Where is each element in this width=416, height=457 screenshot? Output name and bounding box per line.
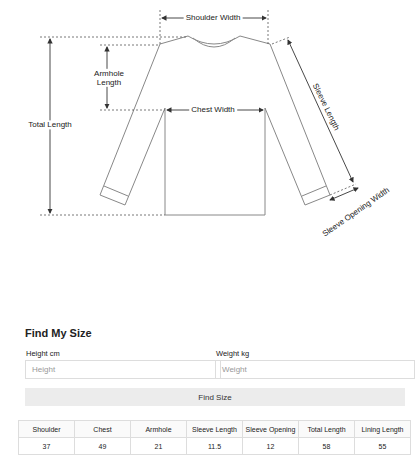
dimension-label: Chest Width xyxy=(189,105,237,114)
input-box: Weight kgWeight xyxy=(215,360,415,379)
table-header: Lining Length xyxy=(354,420,411,438)
table-header: Total Length xyxy=(298,420,355,438)
table-cell: 55 xyxy=(354,437,411,455)
table-cell: 37 xyxy=(18,437,75,455)
dimension-label: Total Length xyxy=(26,120,74,129)
table-cell: 12 xyxy=(242,437,299,455)
field-label: Height cm xyxy=(26,349,60,358)
table-header: Sleeve Length xyxy=(186,420,243,438)
dimension-label: Sleeve Length xyxy=(310,80,342,134)
table-cell: 58 xyxy=(298,437,355,455)
dimension-label: Sleeve Opening Width xyxy=(319,184,393,239)
placeholder: Weight xyxy=(216,361,414,378)
table-cell: 49 xyxy=(74,437,131,455)
field-label: Weight kg xyxy=(216,349,249,358)
table-header: Armhole xyxy=(130,420,187,438)
table-cell: 21 xyxy=(130,437,187,455)
placeholder: Height xyxy=(26,361,220,378)
table-cell: 11.5 xyxy=(186,437,243,455)
form-title: Find My Size xyxy=(25,327,92,340)
dimension-label: Shoulder Width xyxy=(184,13,243,22)
table-header: Shoulder xyxy=(18,420,75,438)
dimension-label: Armhole Length xyxy=(87,69,131,87)
table-header: Sleeve Opening xyxy=(242,420,299,438)
submit-button: Find Size xyxy=(25,388,405,406)
input-box: Height cmHeight xyxy=(25,360,221,379)
table-header: Chest xyxy=(74,420,131,438)
button-text: Find Size xyxy=(198,393,231,402)
